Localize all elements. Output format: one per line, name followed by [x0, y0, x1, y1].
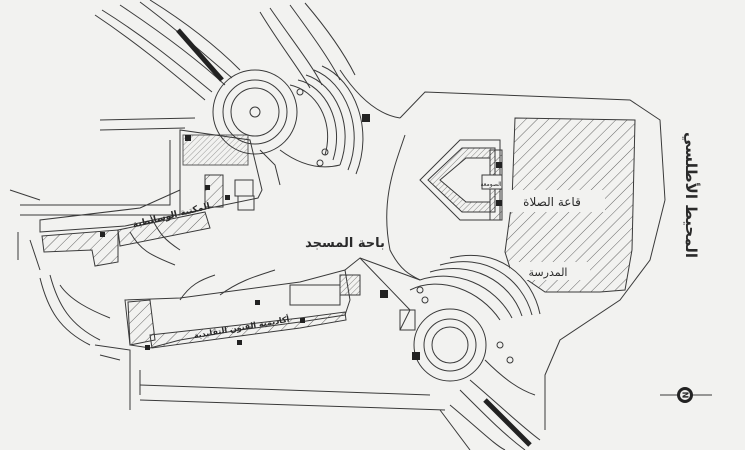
- left-road-lines: [9, 117, 446, 411]
- label-plaza: باحة المسجد: [305, 236, 385, 251]
- north-arrow-icon: N: [660, 387, 712, 403]
- label-prayer-hall: قاعة الصلاة: [523, 195, 581, 209]
- top-road: [94, 0, 401, 119]
- label-ocean: المحيط الأطلسي: [682, 132, 700, 258]
- label-minaret: الصومعة: [480, 181, 501, 188]
- label-madrasa: المدرسة: [529, 266, 568, 279]
- library-building: [39, 129, 281, 267]
- north-label: N: [681, 392, 690, 399]
- mosque: [419, 117, 636, 293]
- bottom-roundabout: [380, 254, 541, 450]
- academy-building: [124, 257, 421, 350]
- site-outline: [386, 91, 666, 430]
- top-roundabout: [212, 65, 370, 175]
